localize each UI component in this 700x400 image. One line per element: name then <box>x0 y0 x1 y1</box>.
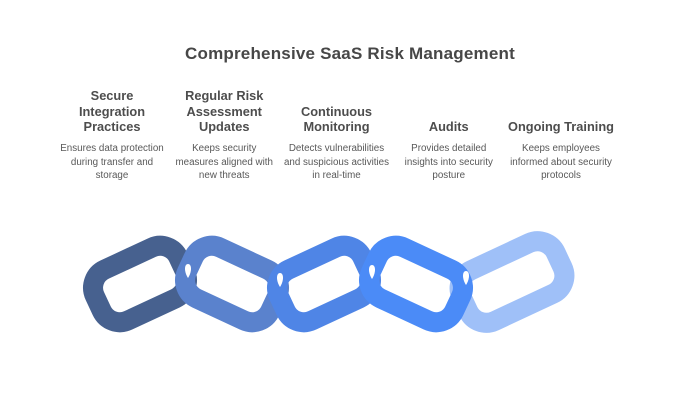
concept-heading: Ongoing Training <box>508 119 614 135</box>
column-continuous-monitoring: Continuous Monitoring Detects vulnerabil… <box>283 79 391 183</box>
concept-heading: Continuous Monitoring <box>300 103 373 135</box>
concept-heading: Regular Risk Assessment Updates <box>185 88 264 135</box>
concept-description: Ensures data protection during transfer … <box>60 143 164 182</box>
chain-link-1 <box>83 235 197 333</box>
chain-junction-hole <box>369 265 375 279</box>
column-secure-integration: Secure Integration Practices Ensures dat… <box>58 79 166 183</box>
concept-heading: Secure Integration Practices <box>78 88 146 135</box>
concept-columns: Secure Integration Practices Ensures dat… <box>58 79 615 183</box>
chain-link-3 <box>267 235 381 333</box>
column-ongoing-training: Ongoing Training Keeps employees informe… <box>507 79 615 183</box>
chain-link-4 <box>359 235 473 333</box>
chain-junction-hole <box>185 264 191 278</box>
column-audits: Audits Provides detailed insights into s… <box>395 79 503 183</box>
page-title: Comprehensive SaaS Risk Management <box>185 44 515 63</box>
concept-description: Provides detailed insights into security… <box>404 143 493 182</box>
chain-junction-hole <box>277 273 283 287</box>
concept-heading: Audits <box>428 119 469 135</box>
chain-link-5 <box>449 231 575 333</box>
chain-junction-hole <box>463 271 469 285</box>
chain-link-2 <box>175 235 289 333</box>
column-risk-assessment: Regular Risk Assessment Updates Keeps se… <box>170 79 278 183</box>
concept-description: Keeps security measures aligned with new… <box>175 143 273 182</box>
concept-description: Keeps employees informed about security … <box>510 143 612 182</box>
concept-description: Detects vulnerabilities and suspicious a… <box>283 143 390 182</box>
